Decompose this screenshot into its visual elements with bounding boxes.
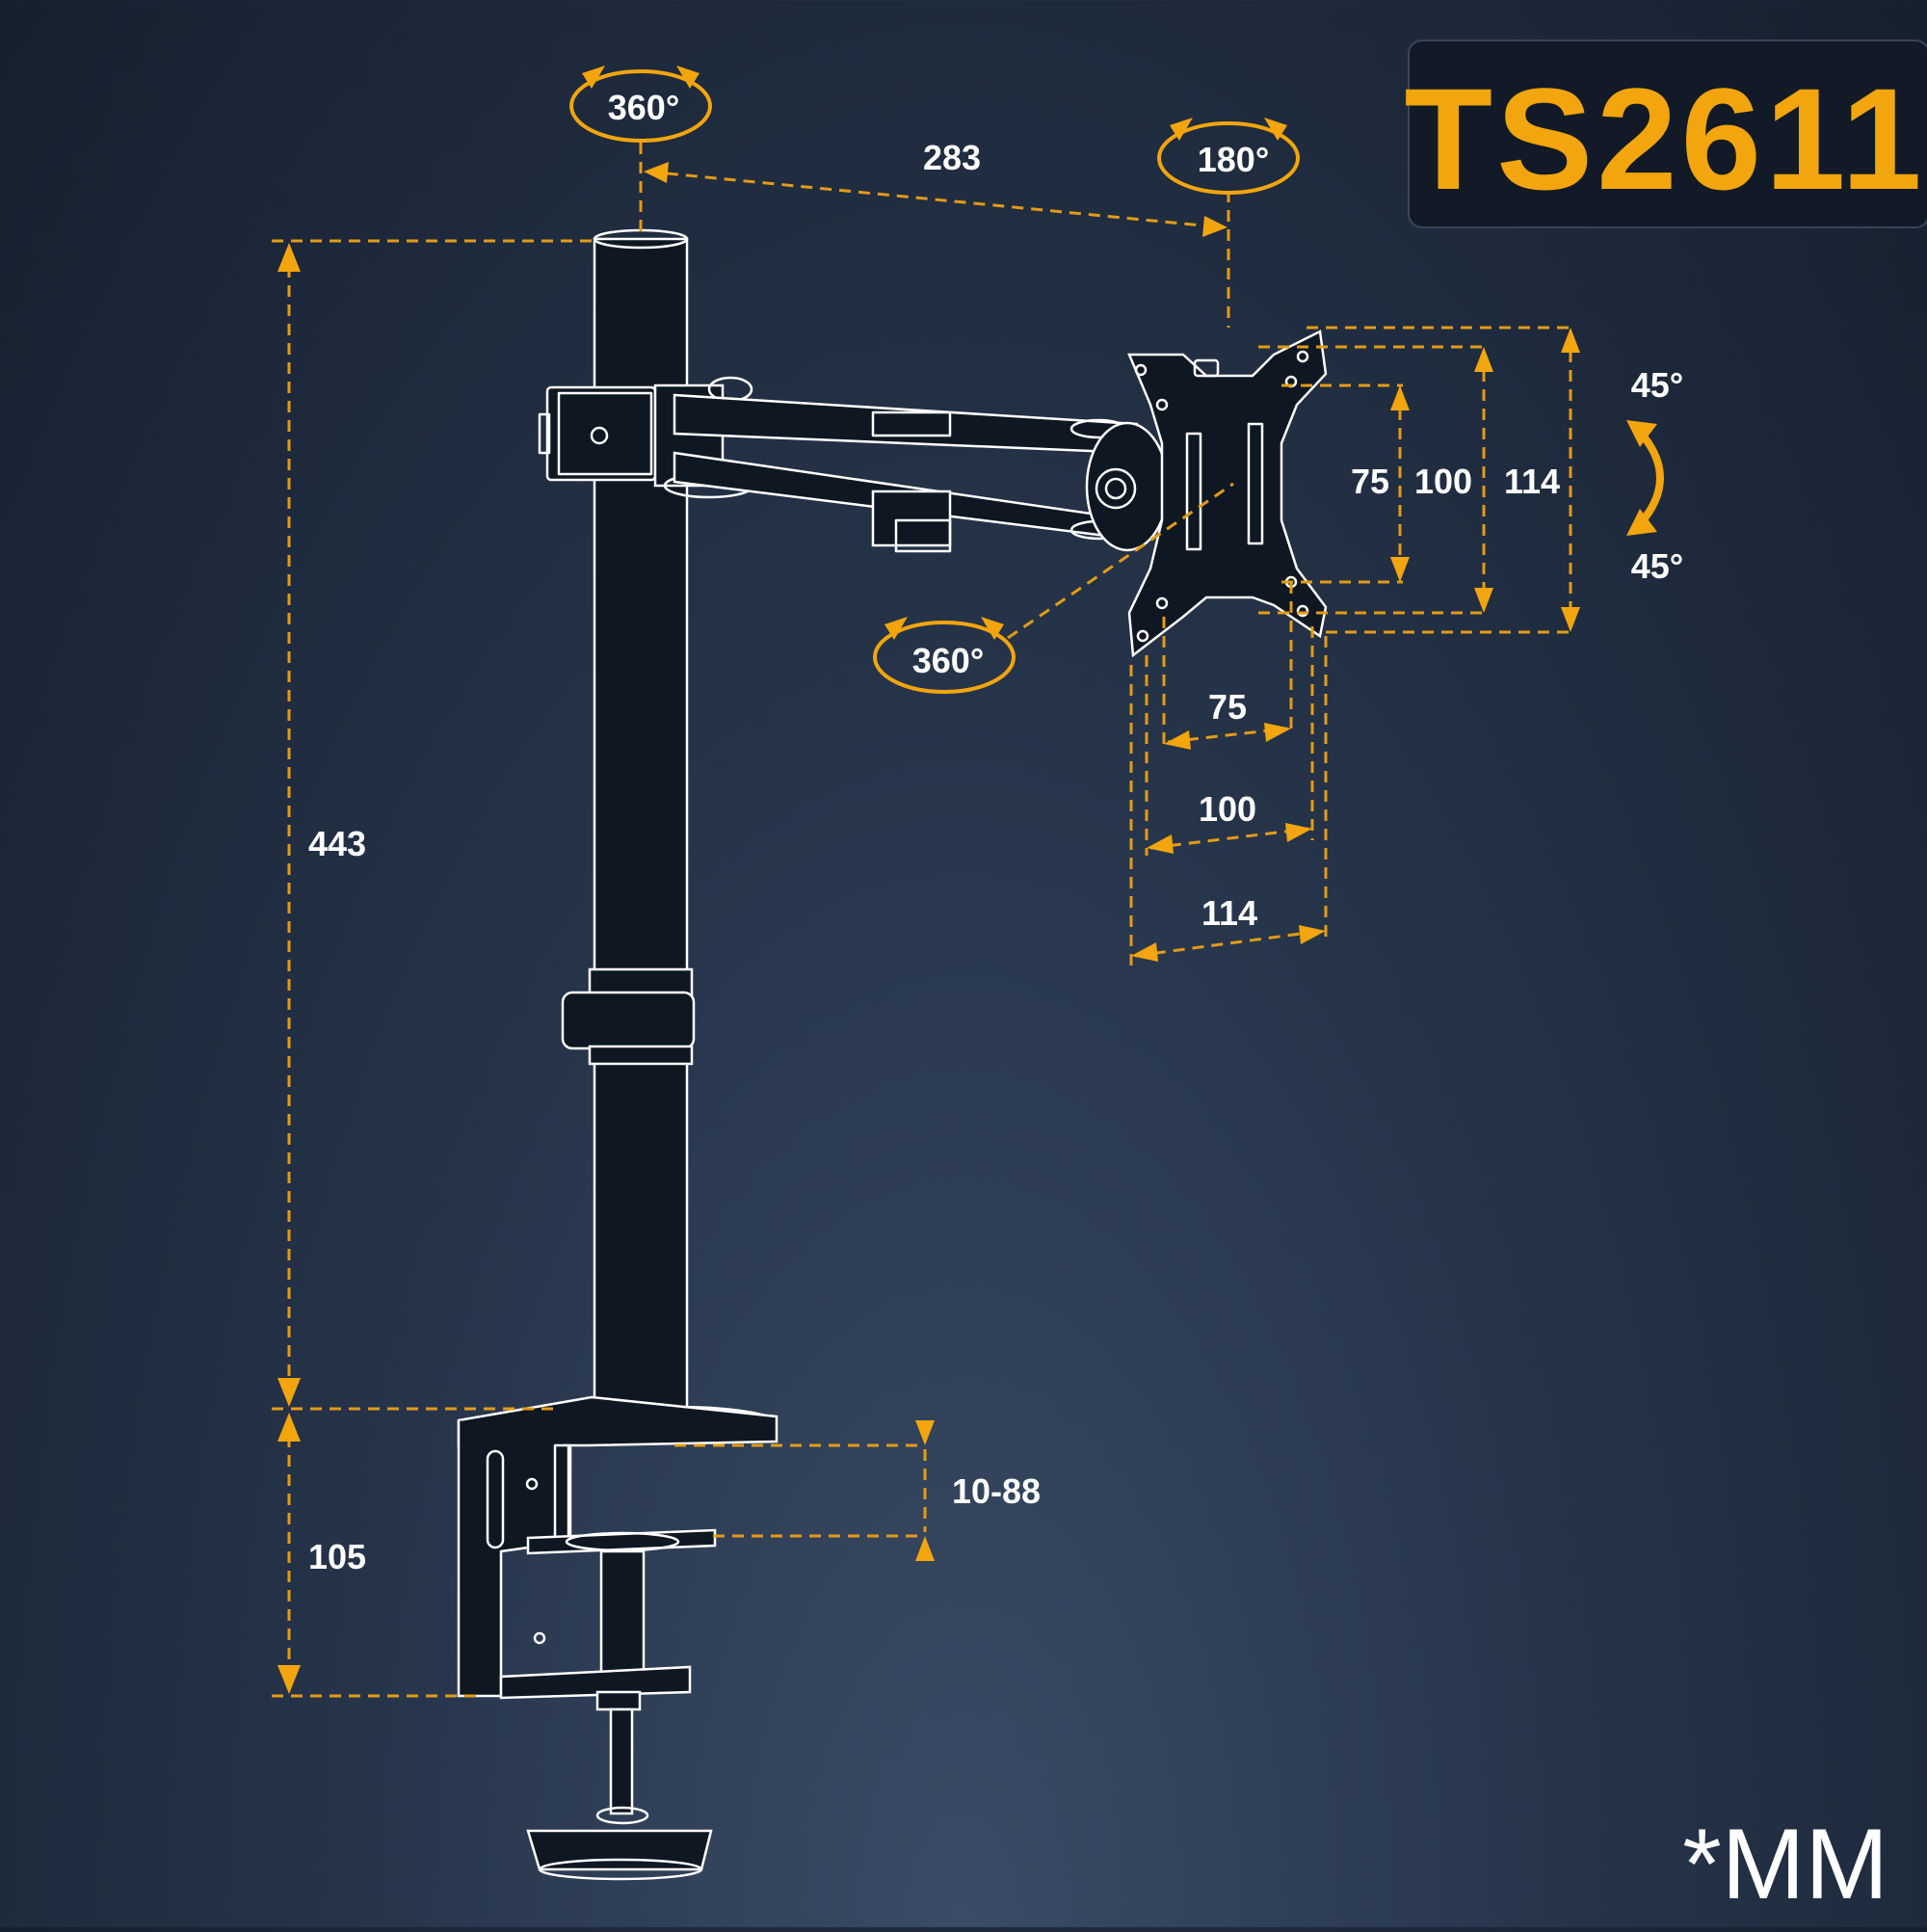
clamp-height-label: 105 bbox=[308, 1537, 366, 1576]
vesa-horizontal-100-label: 100 bbox=[1199, 789, 1256, 829]
vesa-vertical-100-label: 100 bbox=[1414, 462, 1472, 501]
arm-reach-label: 283 bbox=[923, 138, 981, 177]
arm-swivel-indicator: 180° bbox=[1157, 118, 1300, 195]
pivot-head bbox=[1085, 421, 1170, 552]
tilt-up-label: 45° bbox=[1631, 365, 1683, 405]
vesa-horizontal-114-label: 114 bbox=[1201, 893, 1257, 933]
vesa-horizontal-75-label: 75 bbox=[1208, 687, 1247, 727]
dimension-lines bbox=[272, 143, 1580, 1698]
head-rotation-indicator: 360° bbox=[873, 617, 1016, 694]
unit-note: *MM bbox=[1682, 1809, 1888, 1920]
tilt-indicator: 45° 45° bbox=[1626, 365, 1683, 586]
pole-swivel-label: 360° bbox=[608, 88, 679, 127]
model-badge: TS2611 bbox=[1404, 40, 1927, 228]
desk-clamp bbox=[457, 1395, 779, 1881]
head-rotation-label: 360° bbox=[912, 641, 984, 680]
vesa-vertical-75-label: 75 bbox=[1351, 462, 1389, 501]
dimension-labels: 283 443 105 10-88 75 100 114 75 100 114 bbox=[308, 138, 1560, 1576]
model-name: TS2611 bbox=[1404, 58, 1925, 220]
arm-swivel-label: 180° bbox=[1198, 140, 1269, 179]
pole-swivel-indicator: 360° bbox=[569, 66, 712, 143]
height-collar bbox=[561, 967, 696, 1066]
vesa-vertical-114-label: 114 bbox=[1504, 462, 1560, 501]
tilt-down-label: 45° bbox=[1631, 546, 1683, 586]
monitor-mount-drawing bbox=[457, 228, 1328, 1881]
desk-thickness-label: 10-88 bbox=[952, 1471, 1041, 1511]
vesa-plate bbox=[1127, 330, 1328, 658]
monitor-arm bbox=[673, 393, 1139, 553]
pole-height-label: 443 bbox=[308, 824, 366, 863]
